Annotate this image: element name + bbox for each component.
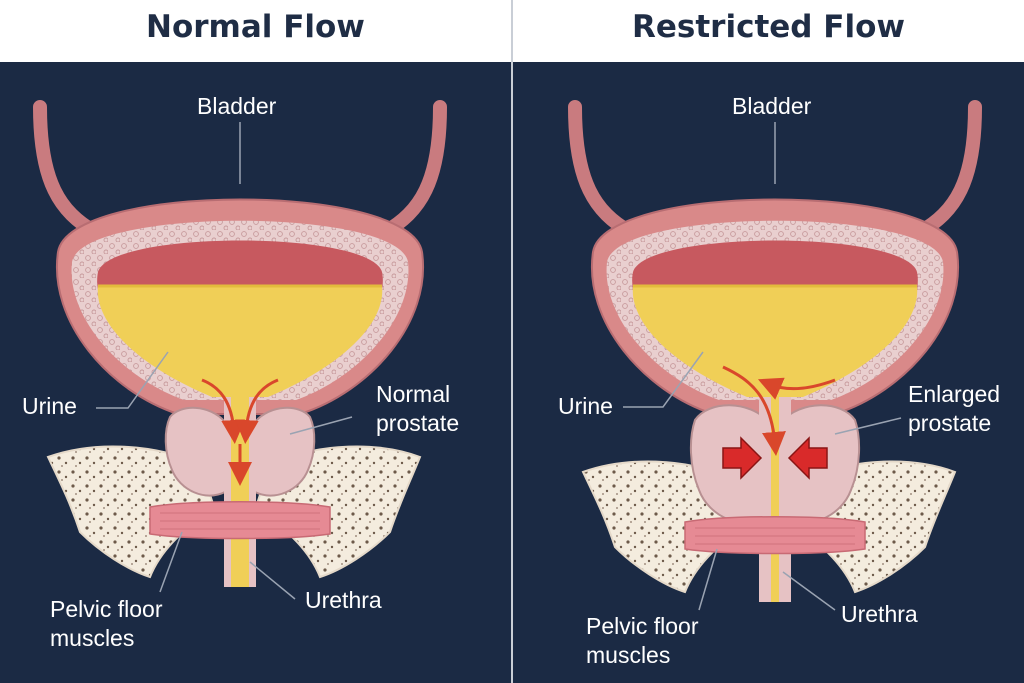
label-prostate-line2: prostate xyxy=(908,410,992,436)
flow-arrow-right xyxy=(234,378,279,444)
ureter-right xyxy=(378,100,447,239)
leader-urethra xyxy=(249,561,296,600)
ureter-right xyxy=(913,100,982,239)
label-pelvic-line2: muscles xyxy=(586,642,671,668)
label-urine: Urine xyxy=(558,393,613,419)
label-urethra: Urethra xyxy=(305,587,382,613)
label-bladder: Bladder xyxy=(732,93,812,119)
leader-prostate xyxy=(834,417,902,435)
label-pelvic-line2: muscles xyxy=(50,625,135,651)
label-urine: Urine xyxy=(22,393,77,419)
label-prostate-line1: Normal xyxy=(376,381,451,407)
compression-arrow-left xyxy=(722,436,763,480)
panel-title-normal: Normal Flow xyxy=(146,9,365,45)
leader-urine xyxy=(623,351,704,408)
urine xyxy=(632,286,918,397)
normal-flow-illustration xyxy=(33,100,447,600)
leader-prostate xyxy=(289,416,353,435)
flow-arrow-left xyxy=(201,378,246,444)
label-prostate-line2: prostate xyxy=(376,410,460,436)
panel-divider xyxy=(511,0,513,683)
leader-urethra xyxy=(782,571,836,611)
pelvic-floor-muscles xyxy=(684,516,866,555)
prostate-left xyxy=(164,406,226,497)
label-pelvic-line1: Pelvic floor xyxy=(50,596,163,622)
urine xyxy=(97,286,383,397)
pelvic-bone-left xyxy=(46,445,216,579)
restricted-flow-illustration xyxy=(568,100,982,611)
prostate-right xyxy=(254,406,316,497)
label-bladder: Bladder xyxy=(197,93,277,119)
pelvic-floor-muscles xyxy=(149,501,331,540)
label-prostate-line1: Enlarged xyxy=(908,381,1001,407)
panel-normal-flow: Bladder Urine Normal prostate Pelvic flo… xyxy=(0,62,511,683)
compression-arrow-right xyxy=(787,436,828,480)
leader-pelvic xyxy=(698,548,718,611)
label-urethra: Urethra xyxy=(841,601,918,627)
flow-arrow-main xyxy=(722,365,786,456)
flow-arrow-backflow xyxy=(757,377,836,400)
panel-restricted-flow: Bladder Urine Enlarged prostate Pelvic f… xyxy=(513,62,1024,683)
panel-title-restricted: Restricted Flow xyxy=(631,9,906,45)
ureter-left xyxy=(568,100,637,239)
ureter-left xyxy=(33,100,102,239)
label-pelvic-line1: Pelvic floor xyxy=(586,613,699,639)
leader-pelvic xyxy=(159,531,183,593)
leader-urine xyxy=(96,351,169,409)
